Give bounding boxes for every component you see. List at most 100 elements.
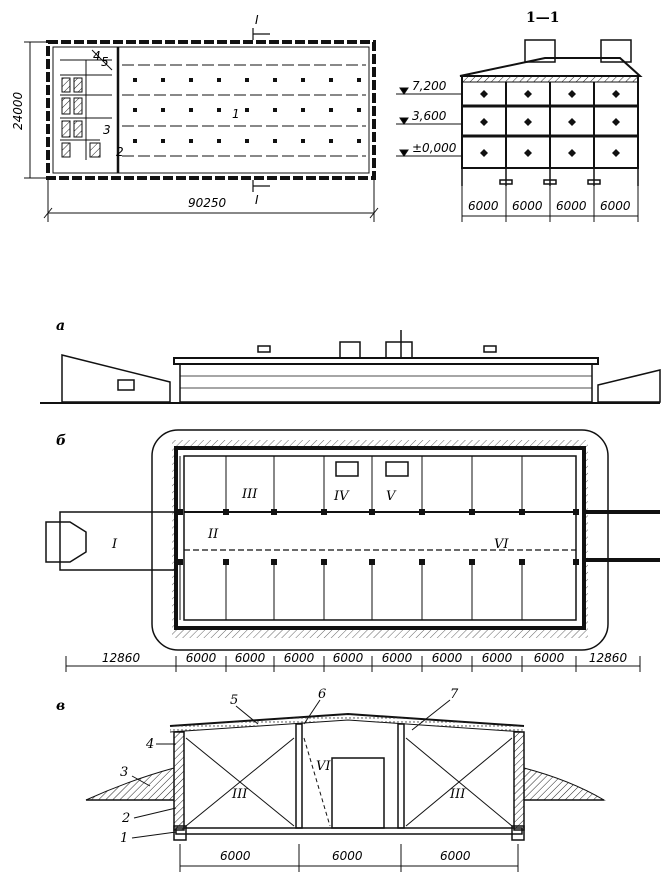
figure-v-dim-1: 6000 — [220, 849, 251, 863]
plan-column-dot — [217, 78, 221, 82]
plan-column-dot — [329, 108, 333, 112]
plan-column-dot — [245, 139, 249, 143]
corridor-left — [59, 511, 177, 571]
figure-b-dim-10: 12860 — [589, 651, 628, 665]
plan-height-dim: 24000 — [11, 91, 25, 130]
section-span-2: 6000 — [512, 199, 543, 213]
callout-6: 6 — [318, 687, 326, 702]
plan-column-dot — [245, 108, 249, 112]
plan-column-dot — [189, 108, 193, 112]
plan-column-dot — [273, 108, 277, 112]
figure-a-elevation: a — [40, 318, 661, 404]
wall-right — [513, 731, 525, 831]
figure-b-dim-7: 6000 — [432, 651, 463, 665]
figure-b-dim-6: 6000 — [382, 651, 413, 665]
room-label-5: 5 — [101, 55, 109, 69]
plan-column-dot — [301, 108, 305, 112]
callout-3: 3 — [120, 765, 128, 780]
plan-column-dot — [329, 78, 333, 82]
plan-column-dot — [357, 108, 361, 112]
figure-b-dim-2: 6000 — [186, 651, 217, 665]
figure-v-label: в — [56, 698, 65, 714]
window-mark — [480, 149, 488, 157]
plan-outer-wall — [46, 40, 376, 180]
plan-column-dot — [133, 108, 137, 112]
figure-v-dim-3: 6000 — [440, 849, 471, 863]
plan-column-dot — [217, 139, 221, 143]
plan-column-dot — [329, 139, 333, 143]
service-rooms — [60, 49, 113, 160]
section-zone-III-left: III — [231, 787, 248, 802]
plan-columns — [133, 78, 361, 143]
callout-2: 2 — [121, 811, 130, 826]
room-label-3: 3 — [103, 123, 111, 137]
zone-V: V — [386, 489, 397, 504]
window-mark — [612, 118, 620, 126]
plan-column-dot — [357, 139, 361, 143]
plan-column-dot — [161, 139, 165, 143]
plan-column-dot — [189, 139, 193, 143]
section-span-4: 6000 — [600, 199, 631, 213]
section-cut-marker — [252, 28, 270, 192]
window-mark — [612, 90, 620, 98]
callout-leaders — [131, 699, 451, 839]
plan-column-dot — [301, 78, 305, 82]
section-span-1: 6000 — [468, 199, 499, 213]
level-3600: 3,600 — [412, 109, 447, 123]
figure-b-dim-8: 6000 — [482, 651, 513, 665]
window-mark — [524, 90, 532, 98]
level-marks — [396, 87, 462, 157]
figure-v-section: в III VI III — [56, 687, 606, 872]
window-mark — [480, 118, 488, 126]
plan-column-dot — [161, 78, 165, 82]
figure-b-outer-wall — [174, 446, 586, 630]
zone-IV: IV — [333, 489, 350, 504]
zone-III: III — [241, 487, 258, 502]
figure-b-dim-3: 6000 — [235, 651, 266, 665]
section-1-1: 1—1 7,200 3,600 ±0,000 — [396, 10, 643, 222]
callout-5: 5 — [230, 693, 238, 708]
plan-column-dot — [273, 78, 277, 82]
plan-column-dot — [133, 139, 137, 143]
figure-v-dimension-lines — [179, 844, 519, 872]
figure-v-dim-2: 6000 — [332, 849, 363, 863]
room-label-4: 4 — [93, 49, 101, 63]
section-zone-VI: VI — [316, 759, 331, 774]
callout-7: 7 — [450, 687, 459, 702]
figure-b-dim-1: 12860 — [102, 651, 141, 665]
figure-b-columns — [177, 456, 579, 620]
section-span-3: 6000 — [556, 199, 587, 213]
figure-b-dim-4: 6000 — [284, 651, 315, 665]
zone-VI: VI — [494, 537, 509, 552]
plan-column-dot — [161, 108, 165, 112]
figure-b-dimension-lines — [65, 656, 641, 672]
room-label-1: 1 — [232, 107, 240, 121]
window-mark — [480, 90, 488, 98]
plan-column-dot — [301, 139, 305, 143]
plan-dimension-lines — [24, 41, 379, 222]
window-mark — [568, 118, 576, 126]
callout-1: 1 — [120, 831, 128, 846]
plan-column-dot — [357, 78, 361, 82]
wall-left — [173, 731, 185, 831]
section-window-marks — [480, 90, 620, 157]
plan-row-lines — [122, 64, 366, 157]
callout-4: 4 — [145, 737, 154, 752]
figure-b-label: б — [56, 433, 66, 449]
plan-column-dot — [273, 139, 277, 143]
plan-column-dot — [217, 108, 221, 112]
section-mark-bottom: I — [255, 193, 259, 207]
plan-width-dim: 90250 — [188, 196, 227, 210]
window-mark — [612, 149, 620, 157]
window-mark — [524, 118, 532, 126]
window-mark — [524, 149, 532, 157]
section-mark-top: I — [255, 13, 259, 27]
level-7200: 7,200 — [412, 79, 447, 93]
figure-b-dim-9: 6000 — [534, 651, 565, 665]
section-zone-III-right: III — [449, 787, 466, 802]
figure-b-dim-5: 6000 — [333, 651, 364, 665]
section-title: 1—1 — [526, 10, 559, 26]
section-dimension-lines — [461, 186, 639, 222]
